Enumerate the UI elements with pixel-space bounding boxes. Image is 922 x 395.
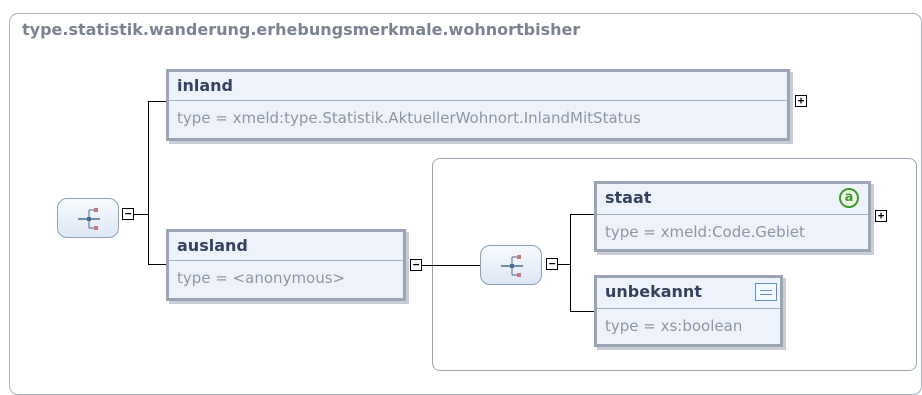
ausland-content-group <box>432 158 917 371</box>
divider <box>597 214 868 215</box>
divider <box>169 100 787 101</box>
connector-line <box>134 214 148 215</box>
element-name: staat <box>605 188 652 207</box>
staat-expand-toggle[interactable]: + <box>875 210 887 222</box>
element-type: type = xmeld:Code.Gebiet <box>605 223 805 241</box>
connector-line <box>570 311 594 312</box>
attribute-icon[interactable]: a <box>839 188 859 208</box>
connector-line <box>148 101 166 102</box>
connector-line <box>422 265 480 266</box>
diagram-title: type.statistik.wanderung.erhebungsmerkma… <box>22 20 581 39</box>
element-type: type = xmeld:type.Statistik.AktuellerWoh… <box>177 109 641 127</box>
sequence-compositor-icon <box>501 255 523 277</box>
element-type: type = <anonymous> <box>177 269 346 287</box>
connector-line <box>558 264 570 265</box>
ausland-collapse-toggle[interactable]: − <box>410 259 422 271</box>
connector-line <box>148 101 149 265</box>
inland-expand-toggle[interactable]: + <box>795 95 807 107</box>
sequence-compositor-icon <box>78 208 100 230</box>
element-name: ausland <box>177 236 248 255</box>
element-name: inland <box>177 76 233 95</box>
element-staat[interactable]: staat a type = xmeld:Code.Gebiet <box>594 181 871 252</box>
ausland-sequence-compositor[interactable] <box>480 245 542 285</box>
connector-line <box>148 264 166 265</box>
root-sequence-collapse-toggle[interactable]: − <box>122 208 134 220</box>
documentation-icon[interactable] <box>755 283 777 301</box>
element-ausland[interactable]: ausland type = <anonymous> <box>166 229 406 301</box>
divider <box>169 260 403 261</box>
connector-line <box>570 214 594 215</box>
element-type: type = xs:boolean <box>605 317 743 335</box>
element-inland[interactable]: inland type = xmeld:type.Statistik.Aktue… <box>166 69 790 141</box>
element-unbekannt[interactable]: unbekannt type = xs:boolean <box>594 275 783 347</box>
divider <box>597 308 780 309</box>
element-name: unbekannt <box>605 282 702 301</box>
ausland-sequence-collapse-toggle[interactable]: − <box>546 258 558 270</box>
connector-line <box>570 214 571 312</box>
root-sequence-compositor[interactable] <box>57 198 119 238</box>
